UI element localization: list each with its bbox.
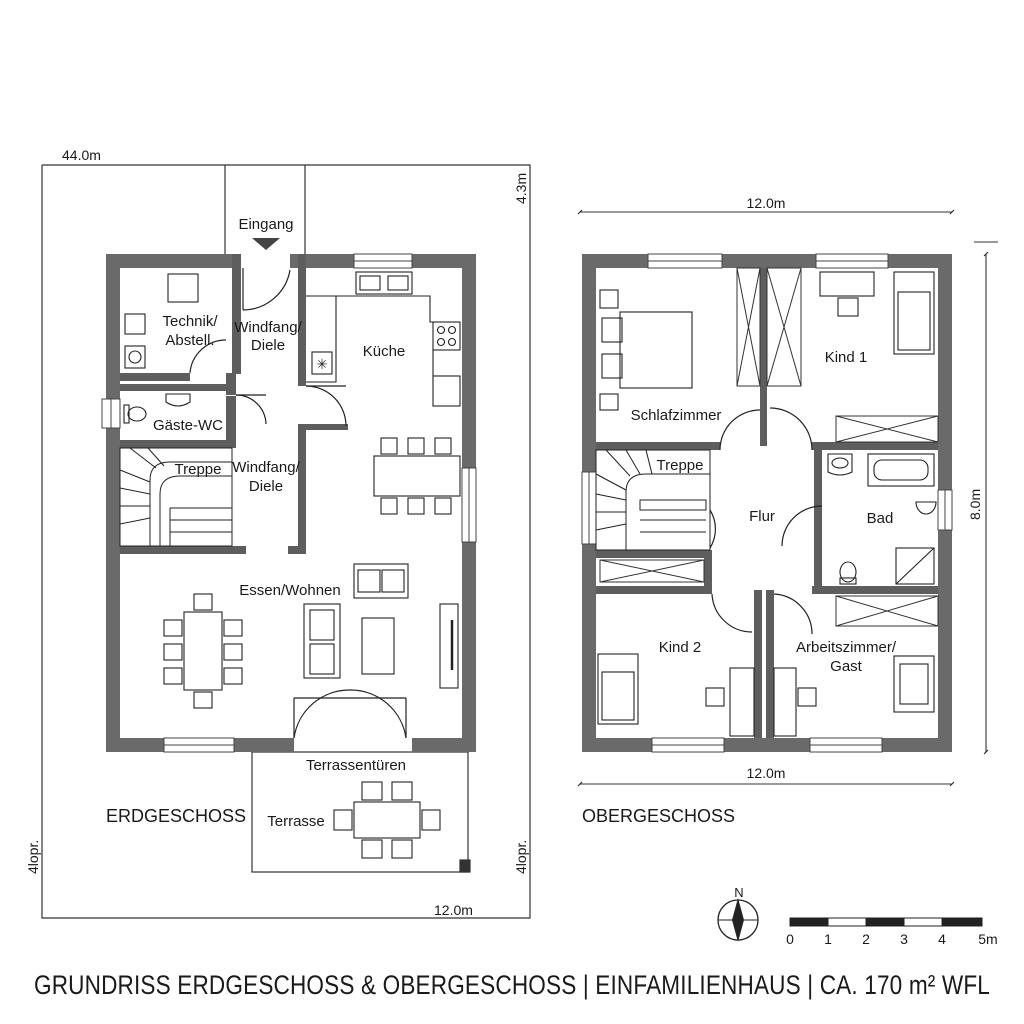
footer-title: GRUNDRISS ERDGESCHOSS & OBERGESCHOSS | E… xyxy=(34,970,990,1000)
terrassentueren-label: Terrassentüren xyxy=(306,757,406,774)
technik-fixtures xyxy=(124,273,199,369)
windfang-mid-label-2: Diele xyxy=(249,478,283,495)
bedroom-furniture xyxy=(597,271,935,737)
bathroom-fixtures xyxy=(827,453,937,585)
kind2-label: Kind 2 xyxy=(659,639,702,656)
upper-floor-labels: 12.0m 8.0m 12.0m Schlafzimmer Kind 1 Tre… xyxy=(582,195,983,826)
scale-label-2: 2 xyxy=(862,931,870,947)
windfang-mid-label-1: Windfang/ xyxy=(232,459,300,476)
dim-right-side: 4lopr. xyxy=(513,840,529,874)
ground-floor-title: ERDGESCHOSS xyxy=(106,806,246,826)
ground-floor-inner-walls xyxy=(120,254,348,554)
upper-floor-title: OBERGESCHOSS xyxy=(582,806,735,826)
scale-label-0: 0 xyxy=(786,931,794,947)
arbeitszimmer-label-2: Gast xyxy=(830,658,863,675)
ground-floor-outer-walls xyxy=(106,254,476,752)
scale-label-4: 4 xyxy=(938,931,946,947)
dim-upper-right: 8.0m xyxy=(967,489,983,520)
kitchen-fixtures: ✳ xyxy=(306,271,461,515)
arbeitszimmer-label-1: Arbeitszimmer/ xyxy=(796,639,897,656)
ground-floor-doors xyxy=(189,268,407,739)
ground-floor-windows xyxy=(101,253,477,753)
gaeste-wc-label: Gäste-WC xyxy=(153,417,223,434)
upper-floor-outer-walls xyxy=(582,254,952,752)
north-arrow-icon xyxy=(717,898,759,942)
legend-labels: N 0 1 2 3 4 5m xyxy=(734,885,997,947)
upper-floor-inner-walls xyxy=(596,268,938,738)
upper-treppe-label: Treppe xyxy=(657,457,704,474)
svg-text:✳: ✳ xyxy=(316,356,328,372)
dim-top-right: 4.3m xyxy=(513,173,529,204)
scale-label-1: 1 xyxy=(824,931,832,947)
kueche-label: Küche xyxy=(363,343,406,360)
scale-bar xyxy=(789,917,983,927)
windfang-top-label-1: Windfang/ xyxy=(234,319,302,336)
upper-floor-windows xyxy=(581,253,953,753)
dim-upper-bottom: 12.0m xyxy=(747,765,786,781)
gaeste-wc-fixtures xyxy=(123,393,191,424)
schlafzimmer-label: Schlafzimmer xyxy=(631,407,722,424)
upper-floor-plan xyxy=(577,209,998,942)
entrance-arrow-icon xyxy=(252,238,280,250)
site-boundary xyxy=(41,164,531,919)
bad-label: Bad xyxy=(867,510,894,527)
ground-floor-staircase xyxy=(119,447,233,547)
essen-wohnen-label: Essen/Wohnen xyxy=(239,582,340,599)
dim-upper-top: 12.0m xyxy=(747,195,786,211)
dim-bottom: 12.0m xyxy=(434,902,473,918)
scale-label-3: 3 xyxy=(900,931,908,947)
terrasse-label: Terrasse xyxy=(267,813,325,830)
flur-label: Flur xyxy=(749,508,775,525)
upper-floor-staircase xyxy=(595,449,711,551)
upper-floor-doors xyxy=(709,407,823,635)
technik-label-2: Abstell. xyxy=(165,332,214,349)
wardrobes xyxy=(599,267,939,627)
north-label: N xyxy=(734,885,743,900)
dim-top-left: 44.0m xyxy=(62,147,101,163)
windfang-top-label-2: Diele xyxy=(251,337,285,354)
dim-left-side: 4lopr. xyxy=(25,840,41,874)
ground-floor-labels: 44.0m 4.3m 4lopr. 4lopr. 12.0m Eingang T… xyxy=(25,147,529,918)
technik-label-1: Technik/ xyxy=(162,313,218,330)
upper-floor-dimension-lines xyxy=(577,209,998,787)
terrace-furniture xyxy=(333,781,441,859)
living-dining-furniture xyxy=(163,563,459,709)
kind1-label: Kind 1 xyxy=(825,349,868,366)
treppe-label: Treppe xyxy=(175,461,222,478)
entrance-label: Eingang xyxy=(238,216,293,233)
ground-floor-plan: ✳ xyxy=(41,164,531,919)
scale-label-5: 5m xyxy=(978,931,997,947)
